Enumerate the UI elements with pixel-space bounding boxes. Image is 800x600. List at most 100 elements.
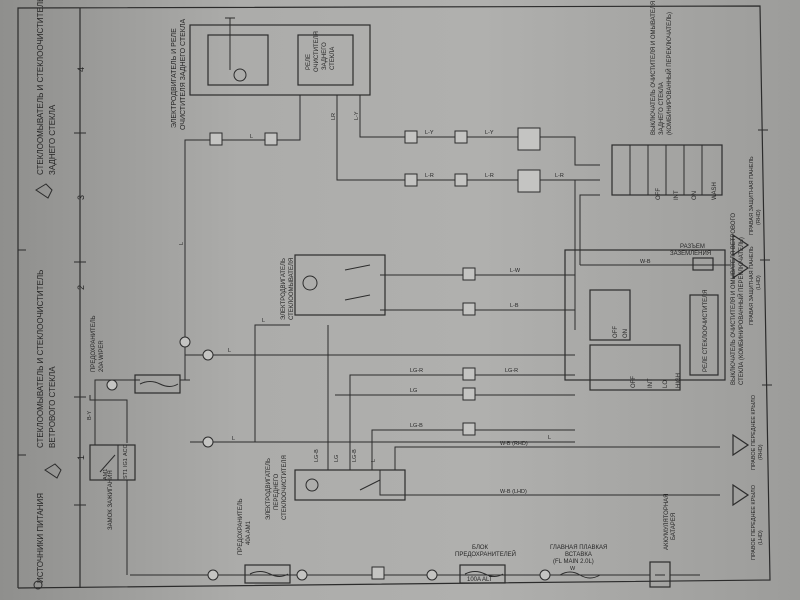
diagram-label: L [250, 134, 253, 140]
diagram-label: ЗАЗЕМЛЕНИЯ [670, 251, 711, 257]
diagram-label: СТЕКЛА (КОМБИНИРОВАННЫЙ ПЕРЕКЛЮЧАТЕЛЬ) [737, 237, 745, 385]
fuse-block: 100A ALT БЛОК ПРЕДОХРАНИТЕЛЕЙ [455, 545, 516, 584]
front-switch: РЕЛЕ СТЕКЛООЧИСТИТЕЛЯ OFF INT LO HIGH OF… [564, 213, 745, 391]
diagram-label: LO [663, 380, 669, 388]
diagram-label: ОЧИСТИТЕЛЯ [314, 31, 320, 72]
diagram-label: ПРЕДОХРАНИТЕЛЕЙ [455, 550, 516, 558]
section-front-subtitle: ВЕТРОВОГО СТЕКЛА [48, 366, 57, 448]
diagram-label: L [179, 242, 185, 245]
grounds: ПРАВАЯ ЗАЩИТНАЯ ПАНЕЛЬ (RHD) ПРАВАЯ ЗАЩИ… [732, 156, 764, 560]
ignition-pin-am1: AM1 [103, 469, 109, 480]
battery: АККУМУЛЯТОРНАЯ БАТАРЕЯ [649, 494, 677, 588]
diagram-label: ЭЛЕКТРОДВИГАТЕЛЬ [266, 458, 272, 520]
diagram-label: ON [623, 329, 629, 338]
ignition-pin-st1: ST1 [123, 469, 129, 479]
diagram-label: L-R [555, 173, 564, 179]
diagram-label: LG-R [410, 368, 423, 374]
diagram-label: LG [334, 455, 340, 462]
diagram-label: OFF [613, 326, 619, 338]
diagram-label: (FL MAIN 2.0L) [553, 559, 594, 565]
diagram-label: L [548, 435, 551, 441]
diagram-label: ЗАДНЕГО [322, 42, 328, 70]
diagram-label: ПРАВОЕ ПЕРЕДНЕЕ КРЫЛО [751, 394, 757, 470]
diagram-label: ВЫКЛЮЧАТЕЛЬ ОЧИСТИТЕЛЯ И ОМЫВАТЕЛЯ ВЕТРО… [731, 213, 737, 385]
column-3: 3 [76, 195, 86, 200]
diagram-label: (КОМБИНИРОВАННЫЙ ПЕРЕКЛЮЧАТЕЛЬ) [665, 12, 673, 135]
section-rear-title: СТЕКЛООМЫВАТЕЛЬ И СТЕКЛООЧИСТИТЕЛЬ [36, 0, 45, 175]
ground-connector: РАЗЪЕМ ЗАЗЕМЛЕНИЯ W-B [640, 244, 714, 271]
fuse-wiper-label: ПРЕДОХРАНИТЕЛЬ [91, 315, 97, 372]
column-2: 2 [76, 285, 86, 290]
diagram-label: OFF [656, 188, 662, 200]
diagram-label: L-Y [425, 130, 434, 136]
diagram-label: L-W [510, 268, 521, 274]
wires [89, 17, 730, 576]
front-wiper-icon [44, 463, 62, 479]
diagram-label: L-R [485, 173, 494, 179]
diagram-label: W-B [640, 259, 651, 265]
diagram-label: L [232, 436, 235, 442]
diagram-label: АККУМУЛЯТОРНАЯ [664, 494, 670, 550]
fuse-wiper [134, 374, 181, 394]
diagram-label: HIGH [676, 373, 682, 388]
diagram-label: БАТАРЕЯ [671, 513, 677, 540]
diagram-label: 100A ALT [467, 577, 493, 583]
diagram-label: LG-B [410, 423, 423, 429]
fuse-wiper-rating: 20A WIPER [99, 340, 105, 372]
diagram-label: ЭЛЕКТРОДВИГАТЕЛЬ [281, 258, 287, 320]
diagram-label: LG-R [505, 368, 518, 374]
fuse-am1: ПРЕДОХРАНИТЕЛЬ 40A AM1 [238, 498, 291, 584]
diagram-label: W-B (RHD) [500, 441, 528, 447]
diagram-label: W-B (LHD) [500, 489, 527, 495]
rear-motor-label: ЭЛЕКТРОДВИГАТЕЛЬ И РЕЛЕ [171, 28, 178, 128]
section-rear-subtitle: ЗАДНЕГО СТЕКЛА [48, 104, 57, 175]
wire-labels: B-Y L L L L L LR L-Y L-Y L-Y L-R L-R L-R… [87, 111, 564, 495]
diagram-label: РЕЛЕ [306, 54, 312, 70]
diagram-label: ПРАВОЕ ПЕРЕДНЕЕ КРЫЛО [751, 484, 757, 560]
washer-motor: ЭЛЕКТРОДВИГАТЕЛЬ СТЕКЛООМЫВАТЕЛЯ [281, 254, 386, 320]
diagram-label: (LHD) [756, 275, 762, 290]
ignition-pin-ig1: IG1 [123, 458, 129, 467]
diagram-label: L-Y [485, 130, 494, 136]
rear-switch: OFF INT ON WASH ВЫКЛЮЧАТЕЛЬ ОЧИСТИТЕЛЯ И… [611, 1, 723, 200]
ignition-label: ЗАМОК ЗАЖИГАНИЯ [108, 470, 114, 530]
diagram-label: (RHD) [758, 444, 764, 460]
frame [17, 5, 772, 589]
diagram-label: (RHD) [756, 209, 762, 225]
diagram-label: L [228, 348, 231, 354]
diagram-label: WASH [712, 182, 718, 200]
power-icon [33, 580, 43, 590]
diagram-label: INT [674, 190, 680, 200]
diagram-label: W [570, 566, 576, 572]
column-1: 1 [76, 455, 86, 460]
rear-motor-label2: ОЧИСТИТЕЛЯ ЗАДНЕГО СТЕКЛА [180, 19, 187, 130]
diagram-label: ПРЕДОХРАНИТЕЛЬ [238, 498, 244, 555]
diagram-label: OFF [631, 376, 637, 388]
section-front-title: СТЕКЛООМЫВАТЕЛЬ И СТЕКЛООЧИСТИТЕЛЬ [36, 270, 45, 448]
diagram-label: INT [648, 378, 654, 388]
diagram-label: L-R [425, 173, 434, 179]
diagram-label: (LHD) [758, 530, 764, 545]
diagram-label: СТЕКЛООМЫВАТЕЛЯ [289, 258, 295, 320]
diagram-label: СТЕКЛООЧИСТИТЕЛЯ [282, 455, 288, 520]
ignition-switch: ACC IG1 ST1 AM1 ЗАМОК ЗАЖИГАНИЯ [89, 444, 136, 530]
diagram-label: LR [331, 113, 337, 120]
section-power-title: ИСТОЧНИКИ ПИТАНИЯ [36, 493, 45, 583]
diagram-label: LG [410, 388, 417, 394]
diagram-label: СТЕКЛА [330, 47, 336, 70]
main-fuse: ГЛАВНАЯ ПЛАВКАЯ ВСТАВКА (FL MAIN 2.0L) W [550, 545, 607, 579]
front-wiper-motor: ЭЛЕКТРОДВИГАТЕЛЬ ПЕРЕДНЕГО СТЕКЛООЧИСТИТ… [266, 449, 406, 520]
diagram-label: ПЕРЕДНЕГО [274, 473, 280, 510]
diagram-label: L-Y [354, 111, 360, 120]
rear-wiper-icon [35, 183, 53, 199]
diagram-label: ВЫКЛЮЧАТЕЛЬ ОЧИСТИТЕЛЯ И ОМЫВАТЕЛЯ [651, 1, 657, 135]
diagram-label: ВСТАВКА [565, 552, 592, 558]
diagram-label: L [371, 459, 377, 462]
diagram-label: БЛОК [472, 545, 489, 551]
connectors [106, 127, 551, 581]
rear-wiper-motor-relay: РЕЛЕ ОЧИСТИТЕЛЯ ЗАДНЕГО СТЕКЛА ЭЛЕКТРОДВ… [171, 19, 371, 130]
diagram-label: B-Y [87, 411, 93, 421]
diagram-label: ПРАВАЯ ЗАЩИТНАЯ ПАНЕЛЬ [749, 156, 755, 235]
